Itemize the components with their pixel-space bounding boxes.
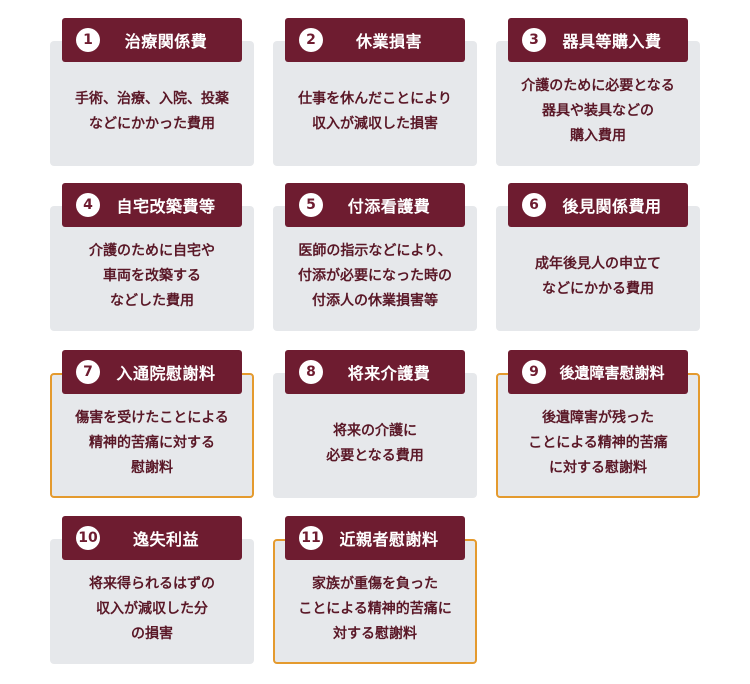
card-description: 傷害を受けたことによる 精神的苦痛に対する 慰謝料 (75, 410, 229, 476)
card-8: 将来の介護に 必要となる費用 8 将来介護費 (273, 350, 477, 498)
card-header: 10 逸失利益 (62, 516, 242, 560)
card-description: 手術、治療、入院、投薬 などにかかった費用 (75, 90, 229, 132)
card-header: 11 近親者慰謝料 (285, 516, 465, 560)
card-title: 後見関係費用 (562, 197, 662, 216)
card-description: 将来得られるはずの 収入が減収した分 の損害 (89, 576, 215, 642)
card-title: 逸失利益 (132, 530, 199, 549)
card-description: 介護のために必要となる 器具や装具などの 購入費用 (521, 78, 675, 144)
card-title: 将来介護費 (347, 364, 431, 383)
card-header: 5 付添看護費 (285, 183, 465, 227)
card-description: 成年後見人の申立て などにかかる費用 (535, 255, 661, 297)
card-title: 入通院慰謝料 (116, 364, 216, 383)
card-number: 10 (76, 526, 100, 550)
card-header: 2 休業損害 (285, 18, 465, 62)
card-title: 自宅改築費等 (116, 197, 216, 216)
card-header: 3 器具等購入費 (508, 18, 688, 62)
card-7: 傷害を受けたことによる 精神的苦痛に対する 慰謝料 7 入通院慰謝料 (50, 350, 254, 498)
card-title: 器具等購入費 (562, 32, 662, 51)
card-5: 医師の指示などにより、 付添が必要になった時の 付添人の休業損害等 5 付添看護費 (273, 183, 477, 331)
card-title: 近親者慰謝料 (339, 530, 439, 549)
card-number: 5 (299, 193, 323, 217)
card-number: 11 (299, 526, 323, 550)
card-1: 手術、治療、入院、投薬 などにかかった費用 1 治療関係費 (50, 18, 254, 166)
card-header: 4 自宅改築費等 (62, 183, 242, 227)
card-2: 仕事を休んだことにより 収入が減収した損害 2 休業損害 (273, 18, 477, 166)
card-description: 医師の指示などにより、 付添が必要になった時の 付添人の休業損害等 (298, 243, 452, 309)
card-description: 仕事を休んだことにより 収入が減収した損害 (298, 90, 452, 132)
card-11: 家族が重傷を負った ことによる精神的苦痛に 対する慰謝料 11 近親者慰謝料 (273, 516, 477, 664)
card-description: 家族が重傷を負った ことによる精神的苦痛に 対する慰謝料 (298, 576, 452, 642)
card-4: 介護のために自宅や 車両を改築する などした費用 4 自宅改築費等 (50, 183, 254, 331)
card-number: 1 (76, 28, 100, 52)
card-description: 将来の介護に 必要となる費用 (326, 422, 424, 464)
card-title: 付添看護費 (347, 197, 431, 216)
card-number: 2 (299, 28, 323, 52)
card-title: 治療関係費 (124, 32, 208, 51)
card-header: 9 後遺障害慰謝料 (508, 350, 688, 394)
card-10: 将来得られるはずの 収入が減収した分 の損害 10 逸失利益 (50, 516, 254, 664)
card-3: 介護のために必要となる 器具や装具などの 購入費用 3 器具等購入費 (496, 18, 700, 166)
card-header: 6 後見関係費用 (508, 183, 688, 227)
card-number: 4 (76, 193, 100, 217)
card-header: 7 入通院慰謝料 (62, 350, 242, 394)
card-6: 成年後見人の申立て などにかかる費用 6 後見関係費用 (496, 183, 700, 331)
card-number: 3 (522, 28, 546, 52)
card-header: 1 治療関係費 (62, 18, 242, 62)
card-number: 6 (522, 193, 546, 217)
card-description: 介護のために自宅や 車両を改築する などした費用 (89, 243, 215, 309)
card-header: 8 将来介護費 (285, 350, 465, 394)
card-number: 8 (299, 360, 323, 384)
card-number: 9 (522, 360, 546, 384)
card-number: 7 (76, 360, 100, 384)
card-9: 後遺障害が残った ことによる精神的苦痛 に対する慰謝料 9 後遺障害慰謝料 (496, 350, 700, 498)
card-title: 休業損害 (355, 32, 422, 51)
card-description: 後遺障害が残った ことによる精神的苦痛 に対する慰謝料 (528, 410, 668, 476)
card-title: 後遺障害慰謝料 (559, 363, 665, 382)
